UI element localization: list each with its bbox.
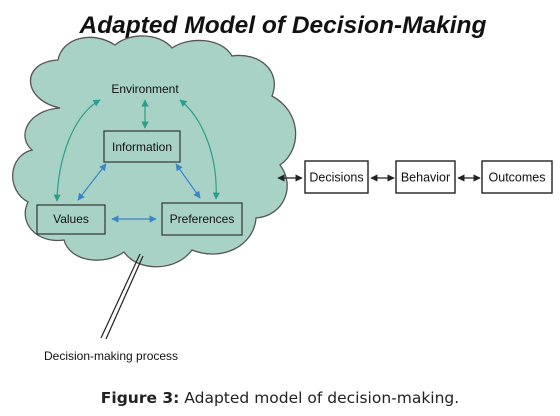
decision-process-cloud <box>12 35 297 268</box>
decision-process-label: Decision-making process <box>44 349 178 363</box>
values-label: Values <box>53 212 89 226</box>
outcomes-label: Outcomes <box>489 171 546 185</box>
behavior-label: Behavior <box>401 171 450 185</box>
decisions-label: Decisions <box>309 171 363 185</box>
decisions-box <box>304 160 369 194</box>
info-preferences-arrow <box>175 163 201 199</box>
behavior-box <box>395 160 456 194</box>
caption-label: Figure 3: <box>101 389 180 407</box>
information-label: Information <box>112 140 172 154</box>
env-preferences-arrow <box>179 99 220 200</box>
environment-label: Environment <box>111 82 179 96</box>
outcomes-box <box>481 160 553 194</box>
diagram-title: Adapted Model of Decision-Making <box>79 12 487 39</box>
env-values-arrow <box>53 99 101 202</box>
caption-text: Adapted model of decision-making. <box>179 389 459 407</box>
figure-caption: Figure 3: Adapted model of decision-maki… <box>101 389 459 407</box>
process-pointer-line <box>100 253 141 339</box>
info-values-arrow <box>77 163 107 201</box>
process-pointer-line <box>105 255 144 340</box>
preferences-label: Preferences <box>170 212 235 226</box>
preferences-box <box>161 202 243 236</box>
values-box <box>36 204 106 235</box>
